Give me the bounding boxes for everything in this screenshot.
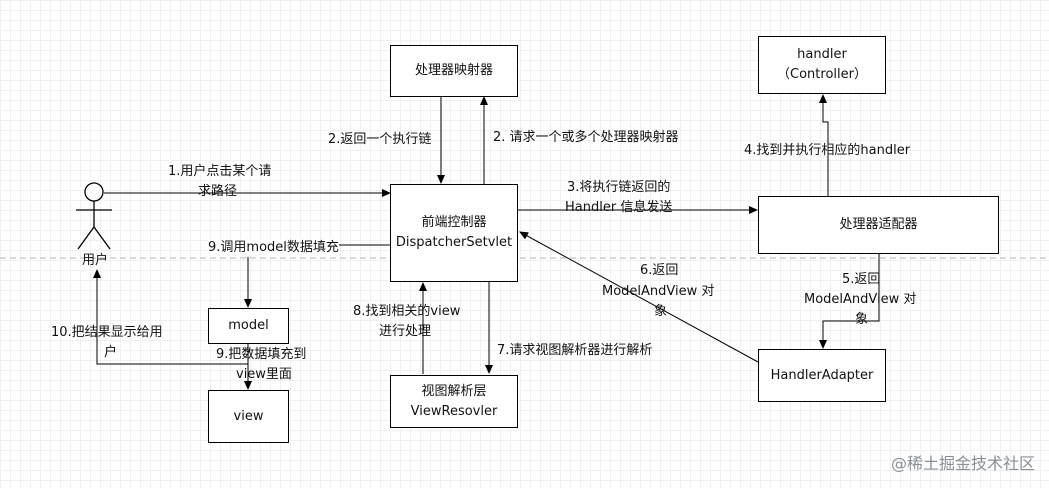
step6-label-line1: 6.返回 (640, 263, 679, 278)
handler-adapter-cn-box: 处理器适配器 (758, 196, 999, 254)
step8-label-line2: 进行处理 (379, 324, 432, 339)
dispatcher-title: 前端控制器 (421, 215, 487, 230)
step5-label-line3: 象 (855, 312, 869, 327)
handler-mapper-box: 处理器映射器 (390, 45, 518, 97)
view-box: view (208, 390, 289, 443)
handler-subtitle: （Controller） (777, 67, 867, 82)
watermark: @稀土掘金技术社区 (890, 454, 1035, 473)
step4-label: 4.找到并执行相应的handler (744, 143, 911, 158)
handler-controller-box: handler （Controller） (758, 36, 886, 94)
arrow-handleradapter-to-dispatcher (519, 231, 759, 363)
step5-label-line2: ModelAndView 对 (804, 292, 917, 307)
model-label: model (228, 318, 269, 333)
step3-label-line2: Handler 信息发送 (565, 200, 673, 215)
view-label: view (233, 408, 264, 424)
resolver-name: ViewResovler (410, 403, 498, 419)
model-box: model (208, 308, 289, 344)
step2-return-label: 2.返回一个执行链 (328, 132, 432, 147)
step10-label-line1: 10.把结果显示给用 (51, 325, 163, 340)
handler-mapper-label: 处理器映射器 (414, 63, 493, 78)
user-actor-label: 用户 (82, 253, 109, 268)
handler-title: handler (797, 47, 847, 62)
step10-label-line2: 户 (104, 345, 118, 360)
step1-label-line2: 求路径 (198, 184, 238, 199)
handler-adapter-cn-label: 处理器适配器 (839, 217, 918, 232)
handleradapter-box: HandlerAdapter (758, 349, 886, 402)
step9-model-label: 9.调用model数据填充 (208, 239, 339, 257)
step7-label: 7.请求视图解析器进行解析 (497, 343, 653, 358)
resolver-title: 视图解析层 (421, 383, 487, 399)
dispatcher-servlet-box: 前端控制器 DispatcherSetvlet (390, 184, 518, 282)
step9-view-label-line2: view里面 (236, 367, 292, 382)
arrow-adapter-to-handler (819, 94, 829, 196)
user-actor-icon (76, 182, 112, 250)
step6-label-line3: 象 (654, 304, 668, 319)
view-resolver-box: 视图解析层 ViewResovler (390, 375, 518, 428)
arrow-view-to-user (93, 269, 248, 365)
arrow-adapter-to-handleradapter (819, 254, 880, 349)
step3-label-line1: 3.将执行链返回的 (567, 180, 671, 195)
step1-label-line1: 1.用户点击某个请 (168, 164, 272, 179)
step5-label-line1: 5.返回 (842, 272, 881, 287)
step2-request-label: 2. 请求一个或多个处理器映射器 (493, 130, 679, 145)
dispatcher-name: DispatcherSetvlet (395, 235, 513, 250)
step9-view-label-line1: 9.把数据填充到 (216, 347, 307, 362)
handleradapter-label: HandlerAdapter (770, 367, 874, 383)
step6-label-line2: ModelAndView 对 (602, 284, 715, 299)
step8-label-line1: 8.找到相关的view (353, 304, 461, 319)
